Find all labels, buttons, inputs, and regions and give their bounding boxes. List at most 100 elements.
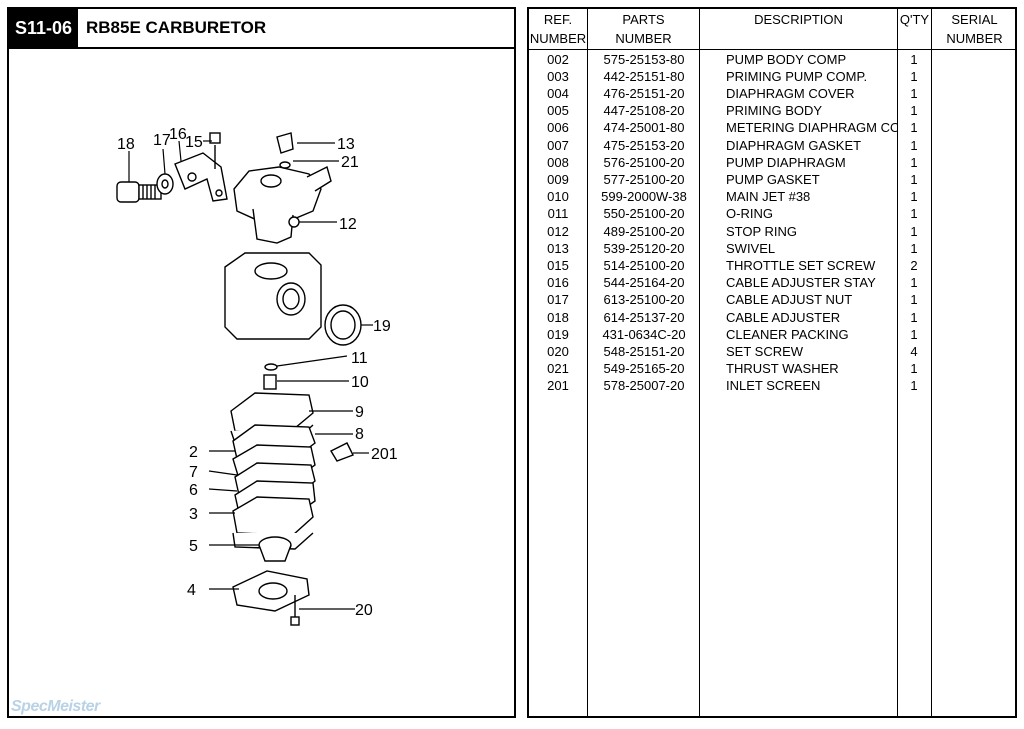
description-cell: PRIMING PUMP COMP. <box>726 68 868 84</box>
part-number-cell: 489-25100-20 <box>603 223 685 239</box>
description-cell: PUMP BODY COMP <box>726 51 847 67</box>
description-cell: DIAPHRAGM GASKET <box>726 137 862 153</box>
table-row: 011 550-25100-20 O-RING 1 <box>529 205 1015 222</box>
watermark-logo: SpecMeister <box>11 698 100 715</box>
label-16: 16 <box>169 126 187 143</box>
ref-number-cell: 010 <box>547 189 569 205</box>
part-number-cell: 476-25151-20 <box>603 85 685 101</box>
label-2: 2 <box>189 444 198 461</box>
header-serial-line2: NUMBER <box>946 31 1003 46</box>
label-4: 4 <box>187 582 196 599</box>
quantity-cell: 1 <box>910 206 918 222</box>
ref-number-cell: 012 <box>547 223 569 239</box>
column-divider <box>897 9 898 716</box>
part-number-cell: 544-25164-20 <box>603 275 685 291</box>
quantity-cell: 1 <box>910 171 918 187</box>
label-15: 15 <box>185 134 203 151</box>
set-screw-part <box>290 616 300 626</box>
quantity-cell: 1 <box>910 103 918 119</box>
label-12: 12 <box>339 216 357 233</box>
column-divider <box>699 9 700 716</box>
label-11: 11 <box>351 350 368 367</box>
header-description: DESCRIPTION <box>754 12 843 27</box>
carburetor-top-part <box>233 166 322 222</box>
description-cell: INLET SCREEN <box>726 378 821 394</box>
ref-number-cell: 017 <box>547 292 569 308</box>
quantity-cell: 4 <box>910 343 918 359</box>
ref-number-cell: 021 <box>547 361 569 377</box>
quantity-cell: 1 <box>910 309 918 325</box>
quantity-cell: 1 <box>910 120 918 136</box>
label-9: 9 <box>355 404 364 421</box>
header-parts: PARTS NUMBER <box>588 12 699 46</box>
part-number-cell: 548-25151-20 <box>603 343 685 359</box>
ref-number-cell: 011 <box>547 206 569 222</box>
ref-number-cell: 016 <box>547 275 569 291</box>
quantity-cell: 1 <box>910 68 918 84</box>
part-number-cell: 577-25100-20 <box>603 171 685 187</box>
quantity-cell: 1 <box>910 223 918 239</box>
label-21: 21 <box>341 154 359 171</box>
ref-number-cell: 015 <box>547 257 569 273</box>
ref-number-cell: 019 <box>547 326 569 342</box>
description-cell: O-RING <box>726 206 773 222</box>
column-divider <box>931 9 932 716</box>
description-cell: PRIMING BODY <box>726 103 823 119</box>
description-cell: THROTTLE SET SCREW <box>726 257 876 273</box>
label-5: 5 <box>189 538 198 555</box>
part-number-cell: 578-25007-20 <box>603 378 685 394</box>
ref-number-cell: 008 <box>547 154 569 170</box>
label-13: 13 <box>337 136 355 153</box>
label-8: 8 <box>355 426 364 443</box>
part-number-cell: 474-25001-80 <box>603 120 685 136</box>
label-6: 6 <box>189 482 198 499</box>
ref-number-cell: 004 <box>547 85 569 101</box>
quantity-cell: 1 <box>910 85 918 101</box>
section-header: S11-06 RB85E CARBURETOR <box>9 9 514 49</box>
description-cell: STOP RING <box>726 223 798 239</box>
part-number-cell: 550-25100-20 <box>603 206 685 222</box>
description-cell: CABLE ADJUSTER STAY <box>726 275 876 291</box>
label-20: 20 <box>355 602 373 619</box>
ref-number-cell: 003 <box>547 68 569 84</box>
part-number-cell: 576-25100-20 <box>603 154 685 170</box>
part-number-cell: 539-25120-20 <box>603 240 685 256</box>
description-cell: SET SCREW <box>726 343 804 359</box>
ref-number-cell: 201 <box>547 378 569 394</box>
description-cell: CABLE ADJUST NUT <box>726 292 853 308</box>
part-number-cell: 475-25153-20 <box>603 137 685 153</box>
ref-number-cell: 005 <box>547 103 569 119</box>
label-18: 18 <box>117 136 135 153</box>
description-cell: CABLE ADJUSTER <box>726 309 841 325</box>
throttle-set-screw-part <box>209 132 221 144</box>
description-cell: CLEANER PACKING <box>726 326 849 342</box>
o-ring-part <box>264 363 278 371</box>
inlet-screen-part <box>330 442 354 462</box>
thrust-washer-part <box>279 161 291 169</box>
parts-table: REF. NUMBER PARTS NUMBER DESCRIPTION Q'T… <box>527 7 1017 718</box>
main-jet-part <box>263 374 277 390</box>
description-cell: THRUST WASHER <box>726 361 839 377</box>
part-number-cell: 447-25108-20 <box>603 103 685 119</box>
quantity-cell: 1 <box>910 292 918 308</box>
header-serial-line1: SERIAL <box>951 12 998 27</box>
ref-number-cell: 002 <box>547 51 569 67</box>
quantity-cell: 1 <box>910 189 918 205</box>
quantity-cell: 1 <box>910 154 918 170</box>
section-code: S11-06 <box>9 9 78 47</box>
header-ref-line1: REF. <box>543 12 573 27</box>
swivel-part <box>276 132 294 154</box>
diagram-panel: S11-06 RB85E CARBURETOR <box>7 7 516 718</box>
